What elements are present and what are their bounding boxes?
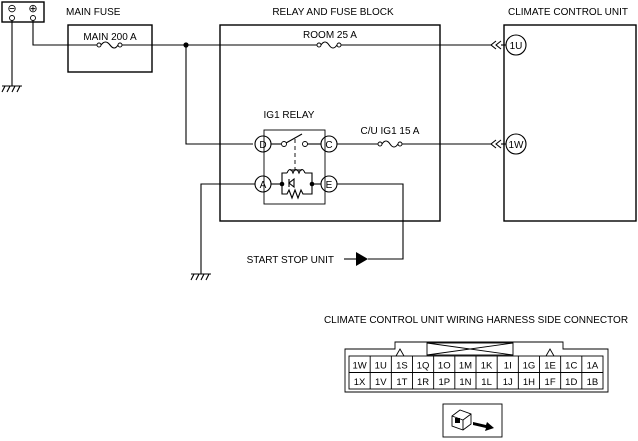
battery-positive-symbol: ⊕ xyxy=(28,3,37,15)
relay-terminal-d: D xyxy=(254,135,272,153)
connector-pin-1k: 1K xyxy=(481,361,493,372)
room-fuse-label: ROOM 25 A xyxy=(303,30,357,41)
connector-pin-1l: 1L xyxy=(481,377,492,388)
connector-view-icon xyxy=(442,403,503,438)
relay-block-title: RELAY AND FUSE BLOCK xyxy=(272,7,394,18)
relay-e-to-start-stop-wire xyxy=(337,183,404,260)
connector-cells: 1W 1U 1S 1Q 1O 1M 1K 1I 1G 1E 1C 1A 1X 1V 1T 1R 1P 1N 1L 1J… xyxy=(352,356,599,389)
relay-fuse-block xyxy=(219,24,441,222)
svg-text:1U: 1U xyxy=(510,41,523,52)
climate-unit-title: CLIMATE CONTROL UNIT xyxy=(508,7,628,18)
connector-pin-1j: 1J xyxy=(503,377,513,388)
svg-text:A: A xyxy=(260,180,267,191)
relay-terminal-c: C xyxy=(320,135,338,153)
relay-resistor-icon xyxy=(281,184,313,200)
connector-pin-1i: 1I xyxy=(504,361,512,372)
start-stop-unit-label: START STOP UNIT xyxy=(247,255,334,266)
start-stop-arrow-icon xyxy=(356,252,368,266)
connector-pin-1c: 1C xyxy=(565,361,577,372)
relay-diode-icon xyxy=(288,177,295,189)
relay-terminal-e: E xyxy=(320,175,338,193)
pin-1u: 1U xyxy=(505,34,527,56)
feed-to-relay-d-wire xyxy=(185,45,253,145)
climate-control-unit xyxy=(503,24,637,222)
battery-negative-terminal xyxy=(9,15,15,21)
connector-pin-1u: 1U xyxy=(375,361,387,372)
room-fuse-symbol-icon xyxy=(316,41,342,49)
relay-terminal-a: A xyxy=(254,175,272,193)
battery-to-fuse-wire xyxy=(32,21,97,46)
connector-pin-1x: 1X xyxy=(354,377,366,388)
connector-pin-1d: 1D xyxy=(565,377,577,388)
pin-1w: 1W xyxy=(505,133,527,155)
connector-pin-1a: 1A xyxy=(587,361,599,372)
svg-text:C: C xyxy=(325,140,332,151)
cu-ig1-fuse-symbol-icon xyxy=(377,140,403,148)
main-fuse-title: MAIN FUSE xyxy=(66,7,121,18)
connector-pin-1p: 1P xyxy=(438,377,450,388)
connector-pin-1v: 1V xyxy=(375,377,387,388)
connector-title: CLIMATE CONTROL UNIT WIRING HARNESS SIDE… xyxy=(324,315,628,326)
connector-pin-1t: 1T xyxy=(396,377,407,388)
ig1-relay-label: IG1 RELAY xyxy=(264,110,315,121)
battery-body xyxy=(1,1,45,23)
connector-pin-1m: 1M xyxy=(459,361,472,372)
connector-pin-1h: 1H xyxy=(523,377,535,388)
main-fuse-box xyxy=(67,24,153,73)
svg-text:E: E xyxy=(326,180,333,191)
battery-negative-symbol: ⊖ xyxy=(7,3,16,15)
connector-pin-1n: 1N xyxy=(459,377,471,388)
main-fuse-symbol-icon xyxy=(96,41,123,49)
svg-text:D: D xyxy=(259,140,266,151)
connector-pin-1r: 1R xyxy=(417,377,429,388)
main-fuse-rating: MAIN 200 A xyxy=(83,32,137,43)
battery: ⊖ ⊕ xyxy=(1,1,45,23)
svg-text:1W: 1W xyxy=(509,140,525,151)
ig1-relay-box xyxy=(263,129,326,205)
connector-pin-1e: 1E xyxy=(544,361,556,372)
connector-pin-1s: 1S xyxy=(396,361,408,372)
connector-chevron-icon xyxy=(490,40,502,149)
connector-pin-1q: 1Q xyxy=(417,361,430,372)
relay-switch-icon xyxy=(271,133,321,170)
connector-pin-1f: 1F xyxy=(545,377,556,388)
connector-face: 1W 1U 1S 1Q 1O 1M 1K 1I 1G 1E 1C 1A 1X 1V 1T 1R 1P 1N 1L 1J… xyxy=(344,341,609,393)
battery-positive-terminal xyxy=(30,15,36,21)
connector-pin-1o: 1O xyxy=(438,361,451,372)
cu-ig1-fuse-label: C/U IG1 15 A xyxy=(361,126,420,137)
ground-battery-icon xyxy=(1,21,22,93)
connector-pin-1g: 1G xyxy=(523,361,536,372)
connector-pin-1w: 1W xyxy=(352,361,366,372)
relay-a-ground-wire xyxy=(200,183,255,274)
relay-coil-icon xyxy=(271,168,321,187)
ground-relay-icon xyxy=(190,273,211,281)
connector-pin-1b: 1B xyxy=(587,377,599,388)
